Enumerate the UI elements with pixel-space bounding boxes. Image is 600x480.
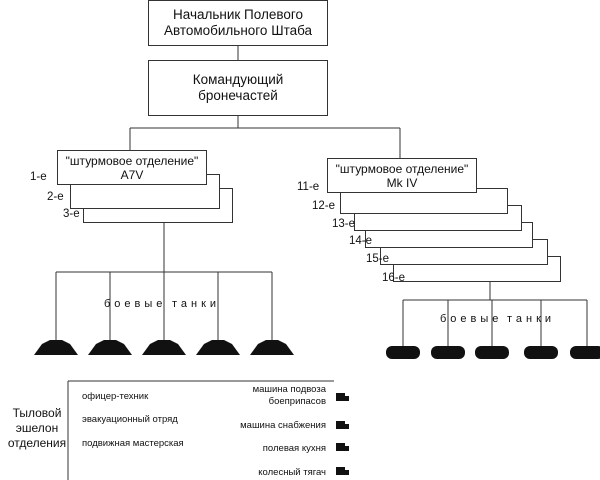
mkiv-tank-icon-1 (386, 346, 420, 359)
rear-item-ammo-vehicle: машина подвоза боеприпасов (200, 384, 326, 408)
echelon-label-11: 11-е (297, 181, 320, 193)
a7v-tank-icon-2 (88, 340, 132, 355)
mkiv-unit-line-2: Mk IV (386, 175, 418, 190)
rear-item-tech-officer: офицер-техник (82, 391, 149, 402)
mkiv-tank-icon-3 (475, 346, 509, 359)
right-combat-label: боевые (440, 313, 503, 325)
rear-item-wheeled-tractor: колесный тягач (258, 467, 326, 478)
rear-vehicle-icon-4-body (336, 467, 345, 475)
commander-line-2: бронечастей (198, 88, 278, 103)
rear-item-mobile-workshop: подвижная мастерская (82, 438, 184, 449)
mkiv-tank-icon-4 (524, 346, 558, 359)
left-tanks-label: танки (172, 298, 221, 310)
chief-line-1: Начальник Полевого (172, 7, 304, 22)
mkiv-tank-icon-2 (431, 346, 465, 359)
a7v-tank-icon-3 (142, 340, 186, 355)
a7v-unit-line-1: "штурмовое отделение" (65, 153, 199, 168)
commander-box: Командующий бронечастей (148, 60, 328, 116)
rear-title-line-1: Тыловой (12, 406, 62, 420)
ammo-vehicle-line-1: машина подвоза (252, 384, 326, 395)
a7v-unit-line-2: A7V (120, 167, 144, 182)
rear-vehicle-icon-3-cab (345, 446, 349, 451)
rear-title-line-3: отделения (7, 436, 67, 450)
commander-line-1: Командующий (192, 72, 284, 87)
echelon-label-2: 2-е (47, 191, 64, 203)
a7v-tank-icon-5 (250, 340, 294, 355)
echelon-label-12: 12-е (312, 200, 336, 212)
rear-title-line-2: эшелон (15, 421, 59, 435)
ammo-vehicle-line-2: боеприпасов (268, 396, 326, 407)
rear-echelon-title: Тыловой эшелон отделения (6, 406, 68, 451)
mkiv-tank-icon-5 (570, 346, 600, 359)
echelon-label-13: 13-е (332, 218, 356, 230)
rear-vehicle-icon-1-cab (345, 396, 349, 401)
rear-vehicle-icon-2-body (336, 421, 345, 429)
echelon-label-1: 1-е (30, 171, 47, 183)
rear-item-field-kitchen: полевая кухня (262, 443, 326, 454)
a7v-tank-icon-4 (196, 340, 240, 355)
echelon-label-16: 16-е (382, 272, 406, 284)
echelon-label-3: 3-е (63, 208, 80, 220)
echelon-label-14: 14-е (349, 235, 373, 247)
a7v-tank-icon-1 (34, 340, 78, 355)
rear-vehicle-icon-1-body (336, 393, 345, 401)
rear-item-evac-detachment: эвакуационный отряд (82, 414, 178, 425)
chief-box: Начальник Полевого Автомобильного Штаба (148, 0, 328, 46)
rear-vehicle-icon-2-cab (345, 424, 349, 429)
chief-line-2: Автомобильного Штаба (163, 23, 313, 38)
a7v-unit-box: "штурмовое отделение" A7V (57, 150, 207, 185)
mkiv-unit-line-1: "штурмовое отделение" (335, 161, 469, 176)
echelon-label-15: 15-е (366, 253, 390, 265)
rear-item-supply-vehicle: машина снабжения (240, 420, 326, 431)
rear-vehicle-icon-3-body (336, 443, 345, 451)
right-tanks-label: танки (507, 313, 556, 325)
left-combat-label: боевые (104, 298, 167, 310)
mkiv-unit-box: "штурмовое отделение" Mk IV (327, 158, 477, 193)
rear-vehicle-icon-4-cab (345, 470, 349, 475)
